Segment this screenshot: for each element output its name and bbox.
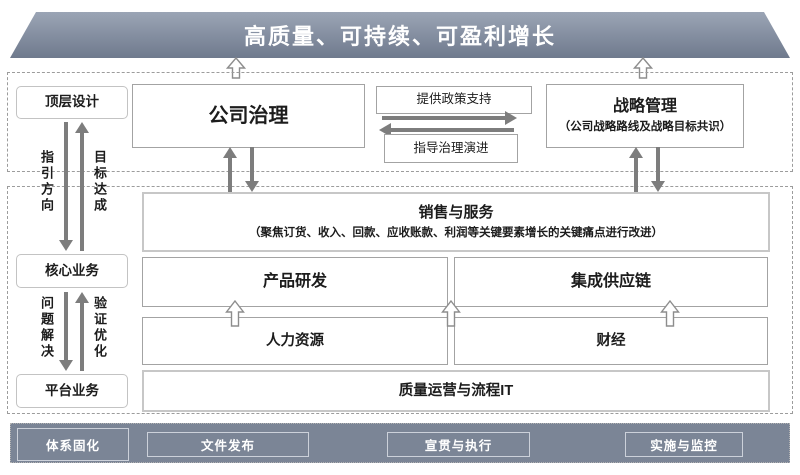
sales-service-subtitle: （聚焦订货、收入、回款、应收账款、利润等关键要素增长的关键痛点进行改进） [249, 226, 663, 239]
supply-chain-label: 集成供应链 [570, 273, 651, 290]
strategy-management-box: 战略管理 （公司战略路线及战略目标共识） [546, 84, 744, 148]
left-arrow-icon [379, 123, 514, 137]
up-block-arrow-icon [441, 300, 461, 327]
goal-banner: 高质量、可持续、可盈利增长 [10, 12, 790, 58]
up-arrow-icon [75, 122, 89, 251]
finance-label: 财经 [596, 332, 626, 349]
down-arrow-icon [651, 147, 665, 192]
footer-bar: 体系固化 文件发布 宣贯与执行 实施与监控 [10, 423, 790, 463]
strategy-management-title: 战略管理 [612, 98, 677, 116]
goal-banner-title: 高质量、可持续、可盈利增长 [243, 24, 556, 49]
footer-item-document-release: 文件发布 [147, 432, 309, 457]
up-arrow-icon [629, 147, 643, 192]
guide-evolution-box: 指导治理演进 [384, 134, 518, 163]
down-arrow-icon [245, 147, 259, 192]
up-block-arrow-icon [660, 300, 680, 327]
corporate-governance-box: 公司治理 [132, 84, 365, 148]
business-zone [7, 186, 793, 414]
right-arrow-icon [382, 111, 517, 125]
core-business-box: 核心业务 [16, 254, 128, 288]
policy-support-label: 提供政策支持 [416, 92, 492, 107]
footer-item-promote-execute: 宣贯与执行 [387, 432, 530, 457]
hr-label: 人力资源 [266, 332, 324, 349]
product-rd-label: 产品研发 [262, 273, 327, 290]
goal-achievement-label: 目标达成 [92, 150, 107, 214]
platform-business-label: 平台业务 [45, 382, 99, 398]
quality-it-box: 质量运营与流程IT [142, 370, 770, 412]
strategy-management-subtitle: （公司战略路线及战略目标共识） [558, 121, 732, 134]
up-arrow-icon [223, 147, 237, 192]
footer-item-label: 宣贯与执行 [424, 439, 493, 453]
quality-it-label: 质量运营与流程IT [398, 382, 514, 399]
hr-box: 人力资源 [142, 317, 448, 365]
finance-box: 财经 [454, 317, 768, 365]
footer-item-label: 体系固化 [45, 439, 100, 453]
footer-item-label: 实施与监控 [650, 439, 718, 453]
up-block-arrow-icon [633, 57, 653, 79]
top-design-box: 顶层设计 [16, 86, 128, 119]
problem-solving-label: 问题解决 [39, 296, 54, 360]
up-block-arrow-icon [225, 300, 245, 327]
sales-service-title: 销售与服务 [418, 203, 494, 221]
down-arrow-icon [59, 122, 73, 251]
product-rd-box: 产品研发 [142, 257, 448, 307]
up-arrow-icon [75, 292, 89, 371]
corporate-governance-label: 公司治理 [208, 104, 289, 127]
top-layer-zone [7, 72, 793, 172]
up-block-arrow-icon [226, 57, 246, 79]
footer-item-system-solidify: 体系固化 [17, 428, 129, 461]
policy-support-box: 提供政策支持 [376, 86, 532, 114]
sales-service-box: 销售与服务 （聚焦订货、收入、回款、应收账款、利润等关键要素增长的关键痛点进行改… [142, 192, 770, 252]
verify-optimize-label: 验证优化 [92, 296, 107, 360]
down-arrow-icon [59, 292, 73, 371]
footer-item-label: 文件发布 [200, 439, 255, 453]
top-design-label: 顶层设计 [45, 94, 99, 110]
platform-business-box: 平台业务 [16, 374, 128, 408]
core-business-label: 核心业务 [45, 262, 99, 278]
guide-direction-label: 指引方向 [39, 150, 54, 214]
footer-item-implement-monitor: 实施与监控 [625, 432, 743, 457]
supply-chain-box: 集成供应链 [454, 257, 768, 307]
guide-evolution-label: 指导治理演进 [413, 140, 489, 155]
